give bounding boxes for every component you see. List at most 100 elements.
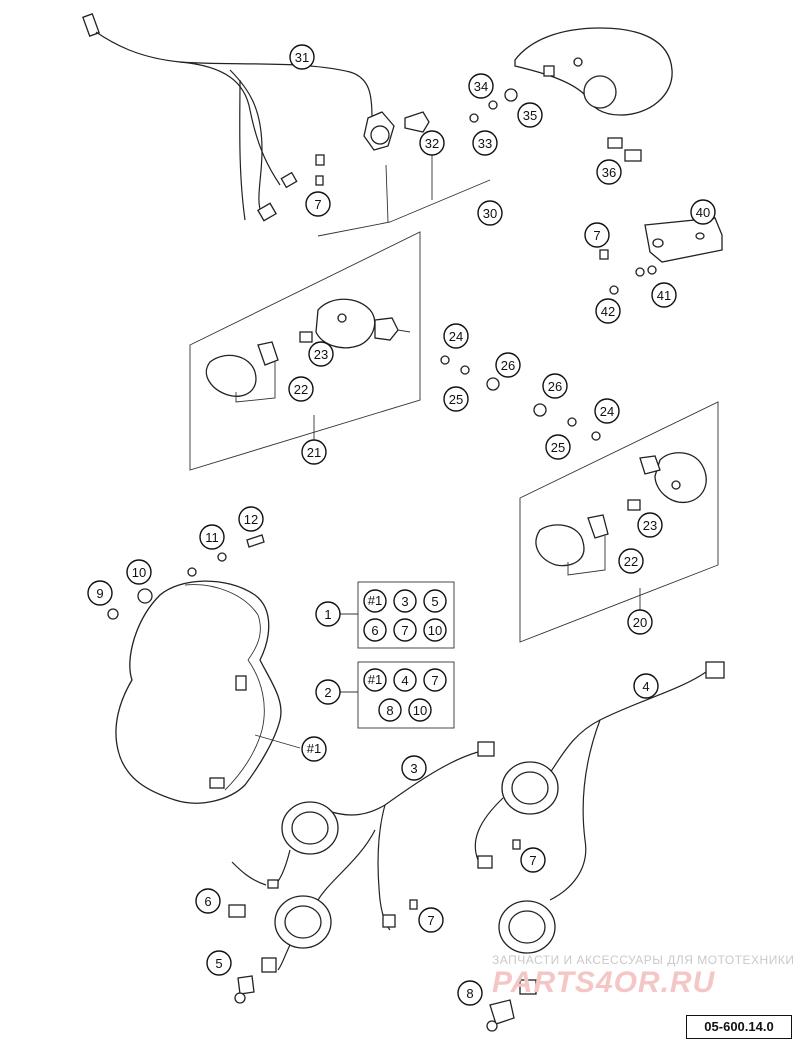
kit2-item-4[interactable]: 10 (408, 698, 432, 722)
grommet-35 (504, 88, 518, 102)
callout-42[interactable]: 42 (595, 298, 621, 324)
callout-41[interactable]: 41 (651, 282, 677, 308)
svg-text:7: 7 (431, 673, 438, 688)
svg-text:25: 25 (449, 392, 463, 407)
kit1-item-0[interactable]: #1 (363, 589, 387, 613)
callout-11[interactable]: 11 (199, 524, 225, 550)
callout-25-right[interactable]: 25 (545, 434, 571, 460)
socket-6 (228, 861, 279, 918)
svg-text:1: 1 (324, 607, 331, 622)
callout-hash1[interactable]: #1 (301, 736, 327, 762)
svg-text:7: 7 (427, 913, 434, 928)
callout-32[interactable]: 32 (419, 130, 445, 156)
svg-text:41: 41 (657, 288, 671, 303)
svg-text:25: 25 (551, 440, 565, 455)
callout-35[interactable]: 35 (517, 102, 543, 128)
kit1-item-5[interactable]: 10 (423, 618, 447, 642)
callout-26-left[interactable]: 26 (495, 352, 521, 378)
callout-1[interactable]: 1 (315, 601, 341, 627)
svg-text:24: 24 (600, 404, 614, 419)
callout-7-mid[interactable]: 7 (418, 907, 444, 933)
svg-text:3: 3 (401, 594, 408, 609)
callout-33[interactable]: 33 (472, 130, 498, 156)
svg-text:#1: #1 (307, 741, 321, 756)
callout-21[interactable]: 21 (301, 439, 327, 465)
callout-40[interactable]: 40 (690, 199, 716, 225)
callout-23-right[interactable]: 23 (637, 512, 663, 538)
svg-text:33: 33 (478, 136, 492, 151)
callout-20[interactable]: 20 (627, 609, 653, 635)
callout-7-top[interactable]: 7 (305, 191, 331, 217)
headlight-bulb-8 (486, 979, 537, 1032)
svg-text:10: 10 (413, 703, 427, 718)
callout-8[interactable]: 8 (457, 980, 483, 1006)
svg-text:5: 5 (431, 594, 438, 609)
callout-24-right[interactable]: 24 (594, 398, 620, 424)
svg-text:26: 26 (501, 358, 515, 373)
svg-text:32: 32 (425, 136, 439, 151)
svg-text:4: 4 (642, 679, 649, 694)
svg-text:8: 8 (386, 703, 393, 718)
callout-22-left[interactable]: 22 (288, 376, 314, 402)
licence-plate-light (599, 217, 723, 295)
svg-text:12: 12 (244, 512, 258, 527)
nut-9 (107, 608, 119, 620)
kit2-item-1[interactable]: 4 (393, 668, 417, 692)
pad-36b (624, 149, 642, 162)
callout-4[interactable]: 4 (633, 673, 659, 699)
kit1-item-4[interactable]: 7 (393, 618, 417, 642)
blinker-21 (205, 298, 411, 397)
svg-text:35: 35 (523, 108, 537, 123)
watermark-logo: PARTS4OR.RU (492, 966, 716, 999)
callout-34[interactable]: 34 (468, 73, 494, 99)
svg-text:22: 22 (294, 382, 308, 397)
callout-7-licence[interactable]: 7 (584, 222, 610, 248)
svg-text:42: 42 (601, 304, 615, 319)
svg-text:20: 20 (633, 615, 647, 630)
svg-text:36: 36 (602, 165, 616, 180)
svg-text:10: 10 (428, 623, 442, 638)
svg-text:6: 6 (204, 894, 211, 909)
kit1-item-1[interactable]: 3 (393, 589, 417, 613)
callout-3[interactable]: 3 (401, 755, 427, 781)
kit1-item-2[interactable]: 5 (423, 589, 447, 613)
kit2-item-0[interactable]: #1 (363, 668, 387, 692)
svg-text:7: 7 (401, 623, 408, 638)
svg-text:7: 7 (593, 228, 600, 243)
group-frame-21 (189, 231, 421, 471)
callout-22-right[interactable]: 22 (618, 548, 644, 574)
kit2-item-2[interactable]: 7 (423, 668, 447, 692)
callout-10[interactable]: 10 (126, 559, 152, 585)
callout-9[interactable]: 9 (87, 580, 113, 606)
washer-11 (217, 552, 227, 562)
blinker-20 (535, 452, 707, 567)
callout-6[interactable]: 6 (195, 888, 221, 914)
callout-23-left[interactable]: 23 (308, 341, 334, 367)
svg-text:34: 34 (474, 79, 488, 94)
washer-34 (488, 100, 498, 110)
washer-24b (591, 431, 601, 441)
callout-31[interactable]: 31 (289, 44, 315, 70)
callout-7-right[interactable]: 7 (520, 847, 546, 873)
tail-lamp-housing (514, 27, 673, 116)
svg-text:2: 2 (324, 685, 331, 700)
callout-36[interactable]: 36 (596, 159, 622, 185)
svg-text:7: 7 (314, 197, 321, 212)
svg-text:9: 9 (96, 586, 103, 601)
callout-2[interactable]: 2 (315, 679, 341, 705)
wiring-harness-4 (474, 661, 725, 954)
svg-text:22: 22 (624, 554, 638, 569)
callout-30[interactable]: 30 (477, 200, 503, 226)
callout-24-left[interactable]: 24 (443, 323, 469, 349)
callout-26-right[interactable]: 26 (542, 373, 568, 399)
svg-text:#1: #1 (368, 593, 382, 608)
callout-5[interactable]: 5 (206, 950, 232, 976)
svg-text:26: 26 (548, 379, 562, 394)
kit1-item-3[interactable]: 6 (363, 618, 387, 642)
kit2-item-3[interactable]: 8 (378, 698, 402, 722)
callout-12[interactable]: 12 (238, 506, 264, 532)
callout-25-left[interactable]: 25 (443, 386, 469, 412)
watermark-tagline: ЗАПЧАСТИ И АКСЕССУАРЫ ДЛЯ МОТОТЕХНИКИ (492, 953, 795, 967)
svg-text:23: 23 (643, 518, 657, 533)
